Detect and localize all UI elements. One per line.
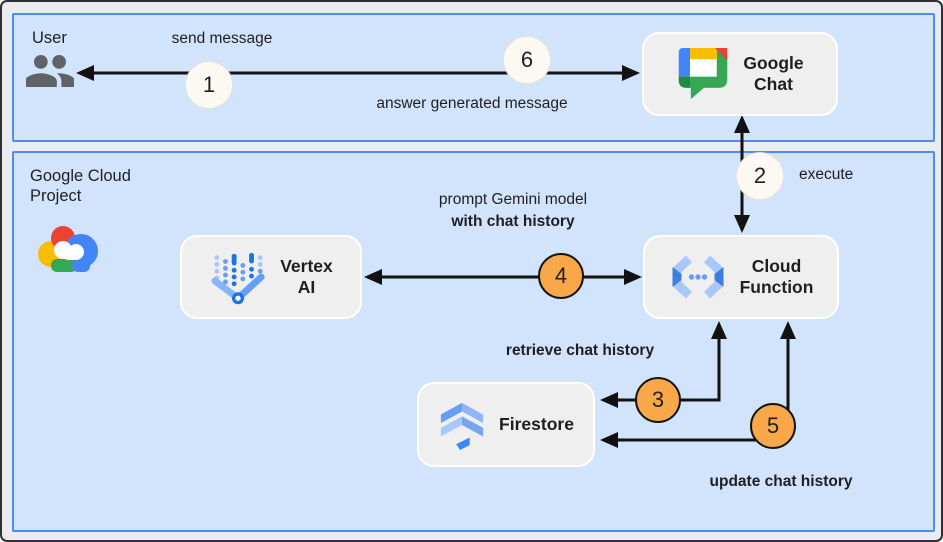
gcp-zone-label: Google Cloud Project	[30, 167, 131, 205]
node-label-firestore: Firestore	[499, 414, 574, 434]
label-prompt-gemini: prompt Gemini model with chat history	[439, 189, 587, 233]
step-badge-3: 3	[635, 377, 681, 423]
node-label-vertex-ai: Vertex AI	[280, 256, 333, 297]
vertex-ai-logo-icon	[209, 249, 267, 305]
step-badge-4: 4	[538, 253, 584, 299]
node-google-chat: Google Chat	[642, 32, 838, 116]
node-vertex-ai: Vertex AI	[180, 235, 362, 319]
google-cloud-logo	[36, 222, 100, 274]
cloud-functions-logo-icon	[669, 254, 727, 300]
step-badge-2: 2	[736, 152, 784, 200]
label-prompt-gemini-line2: with chat history	[451, 213, 575, 230]
node-label-google-chat: Google Chat	[743, 53, 804, 94]
step-badge-1: 1	[185, 61, 233, 109]
node-label-cloud-function: Cloud Function	[739, 256, 814, 297]
step-number-2: 2	[753, 163, 767, 188]
user-group-icon	[26, 52, 74, 90]
firestore-logo-icon	[438, 397, 486, 453]
step-number-6: 6	[520, 47, 534, 72]
step-number-1: 1	[202, 72, 216, 97]
label-retrieve-chat-history: retrieve chat history	[505, 342, 655, 359]
step-badge-5: 5	[750, 403, 796, 449]
label-execute: execute	[799, 166, 854, 183]
node-firestore: Firestore	[417, 382, 595, 467]
label-send-message: send message	[171, 30, 273, 47]
step-number-5: 5	[766, 413, 780, 438]
label-update-chat-history: update chat history	[709, 473, 853, 490]
label-prompt-gemini-line1: prompt Gemini model	[438, 191, 588, 208]
user-zone-label: User	[32, 29, 67, 47]
step-number-3: 3	[651, 387, 665, 412]
label-answer-generated-message: answer generated message	[376, 95, 568, 112]
google-chat-logo-icon	[676, 48, 730, 100]
step-badge-6: 6	[503, 36, 551, 84]
step-number-4: 4	[554, 263, 568, 288]
node-cloud-function: Cloud Function	[643, 235, 839, 319]
